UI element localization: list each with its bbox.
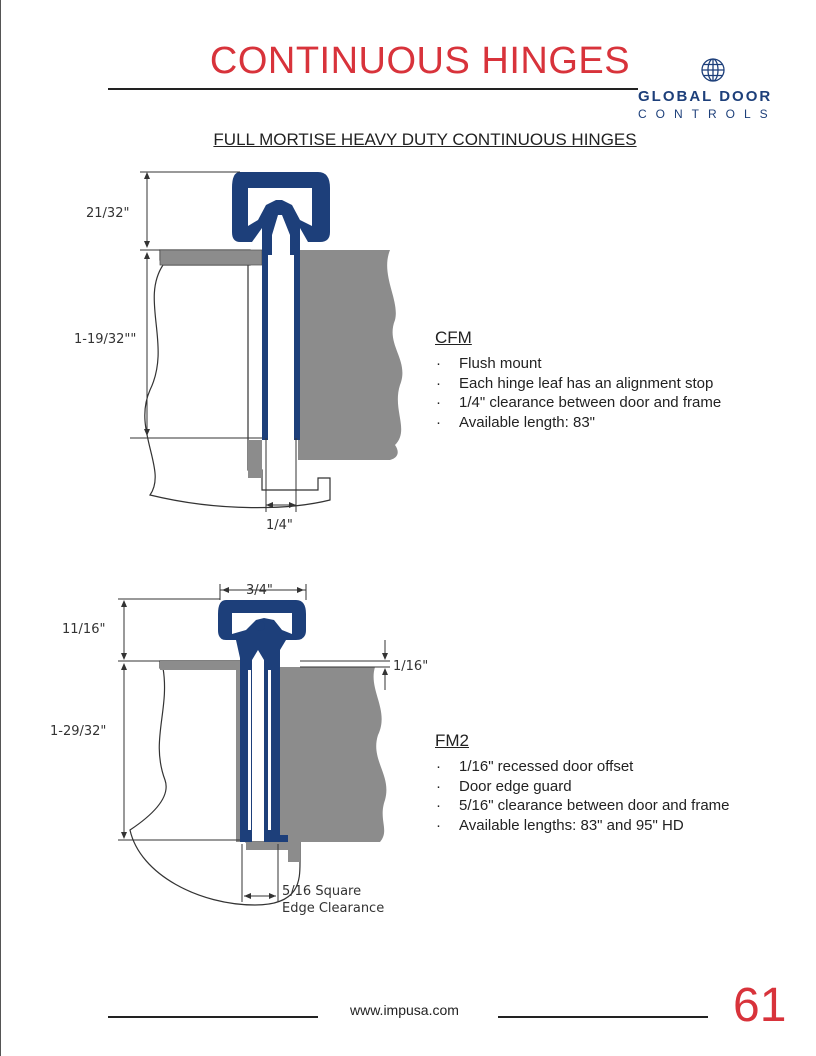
cfm-dim-clearance: 1/4" [266,518,293,533]
footer-rule-right [498,1016,708,1018]
spec-cfm-name: CFM [435,328,472,347]
spec-cfm: CFM Flush mount Each hinge leaf has an a… [435,328,721,432]
footer-url: www.impusa.com [350,1002,459,1018]
cfm-frame [144,249,331,509]
spec-fm2-bullet: 5/16" clearance between door and frame [435,796,730,816]
fm2-note-line2: Edge Clearance [282,901,384,916]
spec-fm2: FM2 1/16" recessed door offset Door edge… [435,731,730,835]
title-divider [108,88,638,90]
spec-fm2-bullet: Available lengths: 83" and 95" HD [435,816,730,836]
fm2-arrowheads [121,587,388,899]
footer-rule-left [108,1016,318,1018]
cfm-dim-height: 1-19/32"" [74,332,136,347]
company-logo: GLOBAL DOOR CONTROLS [638,55,788,125]
fm2-dim-height: 1-29/32" [50,724,106,739]
spec-cfm-bullet: Each hinge leaf has an alignment stop [435,374,721,394]
fm2-dim-width: 3/4" [246,583,273,598]
spec-cfm-bullet: Available length: 83" [435,413,721,433]
fm2-note-line1: 5/16 Square [282,884,361,899]
page-number: 61 [733,979,787,1032]
logo-brand-subname: CONTROLS [638,107,777,121]
fm2-dimension-lines [118,584,390,902]
cfm-door [298,250,403,460]
fm2-dim-top: 11/16" [62,622,105,637]
section-subtitle: FULL MORTISE HEAVY DUTY CONTINUOUS HINGE… [213,130,637,149]
cfm-hinge [232,172,330,440]
spec-fm2-list: 1/16" recessed door offset Door edge gua… [435,757,730,835]
cfm-dimension-lines [130,171,297,512]
spec-fm2-name: FM2 [435,731,469,750]
fm2-door [280,667,387,842]
globe-icon [701,58,725,82]
page-edge-rule [0,0,1,1056]
spec-cfm-bullet: Flush mount [435,354,721,374]
spec-cfm-list: Flush mount Each hinge leaf has an align… [435,354,721,432]
spec-fm2-bullet: Door edge guard [435,777,730,797]
spec-cfm-bullet: 1/4" clearance between door and frame [435,393,721,413]
page-title: CONTINUOUS HINGES [209,40,631,82]
fm2-hinge [218,600,306,842]
cfm-arrowheads [144,172,296,508]
fm2-dim-offset: 1/16" [393,659,428,674]
cfm-dim-top: 21/32" [86,206,129,221]
logo-brand-name: GLOBAL DOOR [638,88,773,105]
spec-fm2-bullet: 1/16" recessed door offset [435,757,730,777]
